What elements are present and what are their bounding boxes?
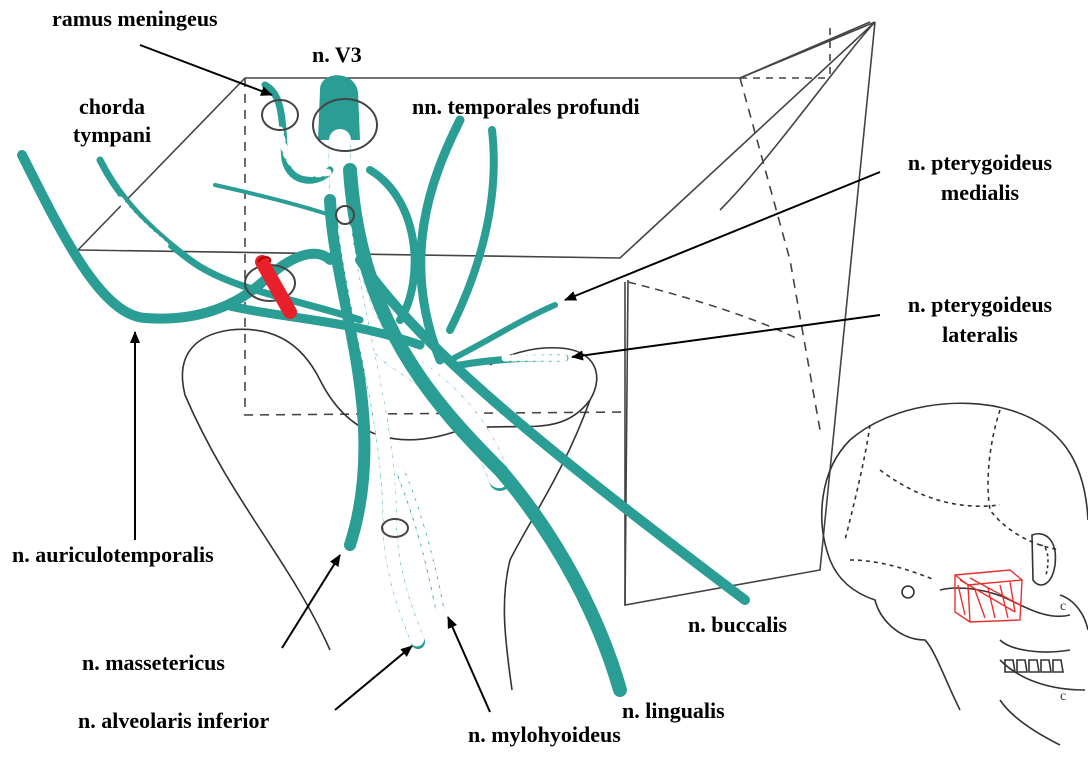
- label-n-auriculotemporalis: n. auriculotemporalis: [12, 542, 214, 568]
- chorda-tympani-path: [100, 160, 360, 320]
- svg-text:c: c: [1060, 689, 1066, 704]
- label-ramus-meningeus: ramus meningeus: [52, 6, 218, 32]
- label-n-massetericus: n. massetericus: [82, 650, 225, 676]
- label-n-pterygoideus-medialis-line1: n. pterygoideus: [880, 150, 1080, 176]
- arrow-alveolaris-inferior: [335, 646, 412, 710]
- arrow-mylohyoideus: [448, 617, 490, 712]
- n-pterygoideus-medialis-path: [450, 305, 555, 360]
- arrow-pterygoideus-lateralis: [572, 315, 880, 357]
- label-n-pterygoideus-lateralis-line1: n. pterygoideus: [880, 292, 1080, 318]
- label-n-alveolaris-inferior: n. alveolaris inferior: [78, 708, 269, 734]
- vertical-plane-outline: [625, 22, 875, 605]
- label-chorda-tympani-line1: chorda: [62, 94, 162, 120]
- arrow-pterygoideus-medialis: [565, 172, 880, 300]
- svg-text:c: c: [1060, 599, 1066, 614]
- dashed-frame-back: [740, 78, 820, 430]
- label-chorda-tympani-line2: tympani: [62, 122, 162, 148]
- arrow-ramus-meningeus: [140, 45, 272, 95]
- nn-temporales-profundi-path-3: [450, 130, 494, 330]
- label-n-buccalis: n. buccalis: [688, 612, 787, 638]
- label-n-pterygoideus-medialis-line2: medialis: [880, 180, 1080, 206]
- skull-inset: c c: [822, 403, 1088, 745]
- arrow-massetericus: [282, 555, 340, 648]
- dashed-frame-front: [245, 78, 628, 415]
- label-n-v3: n. V3: [312, 42, 362, 68]
- label-n-pterygoideus-lateralis-line2: lateralis: [880, 322, 1080, 348]
- label-n-lingualis: n. lingualis: [622, 698, 725, 724]
- nerves: [22, 75, 745, 690]
- skull-highlight-region: [955, 570, 1022, 622]
- label-nn-temporales-profundi: nn. temporales profundi: [412, 94, 640, 120]
- label-n-mylohyoideus: n. mylohyoideus: [468, 722, 621, 748]
